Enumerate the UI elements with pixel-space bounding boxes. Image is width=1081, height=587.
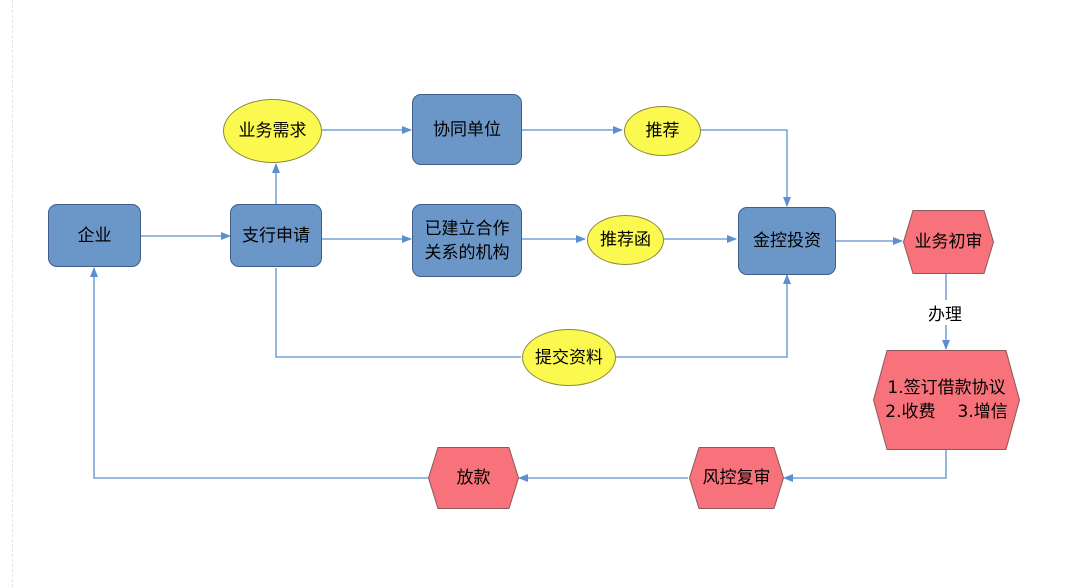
hexagon-shape xyxy=(689,447,784,509)
node-qiye: 企业 xyxy=(48,204,141,267)
node-jinkong-touzi: 金控投资 xyxy=(738,207,836,275)
qianding-item-zengxin: 3.增信 xyxy=(957,402,1008,422)
qianding-line-1: 1.签订借款协议 xyxy=(887,378,1006,398)
arrow-tijiao-to-jinkong xyxy=(616,274,791,358)
node-yewu-xuqiu: 业务需求 xyxy=(223,99,322,163)
node-fengkong-fushen: 风控复审 xyxy=(689,447,784,509)
node-qianding-content: 1.签订借款协议 2.收费 3.增信 xyxy=(873,350,1020,450)
qianding-line-2: 2.收费 3.增信 xyxy=(885,400,1007,424)
qianding-item-shoufei: 2.收费 xyxy=(885,402,936,422)
node-tuijianhan: 推荐函 xyxy=(587,215,664,265)
arrow-zhihang-to-tijiao xyxy=(275,268,521,358)
node-tuijian: 推荐 xyxy=(624,106,701,156)
arrow-fangkuan-to-qiye xyxy=(90,267,428,479)
node-yewu-chushen-label: 业务初审 xyxy=(914,232,983,252)
node-fangkuan-label: 放款 xyxy=(456,468,491,488)
page-edge-line xyxy=(12,0,13,587)
node-xietong-danwei: 协同单位 xyxy=(412,94,522,165)
hexagon-shape xyxy=(428,447,519,509)
edge-label-banli: 办理 xyxy=(926,300,964,325)
arrow-tuijian-to-jinkong xyxy=(701,129,791,207)
node-yijianli-hezuo-jigou: 已建立合作 关系的机构 xyxy=(412,204,522,277)
arrow-qianding-to-fengkong xyxy=(783,450,947,482)
node-tijiao-ziliao: 提交资料 xyxy=(522,329,616,386)
node-fangkuan: 放款 xyxy=(428,447,519,509)
node-qianding-xieyi: 1.签订借款协议 2.收费 3.增信 xyxy=(873,350,1020,450)
hexagon-shape xyxy=(873,350,1020,450)
node-yewu-chushen: 业务初审 xyxy=(903,210,994,274)
node-fengkong-fushen-label: 风控复审 xyxy=(702,468,771,488)
hexagon-shape xyxy=(903,210,994,274)
node-zhihang-shenqing: 支行申请 xyxy=(230,204,322,267)
